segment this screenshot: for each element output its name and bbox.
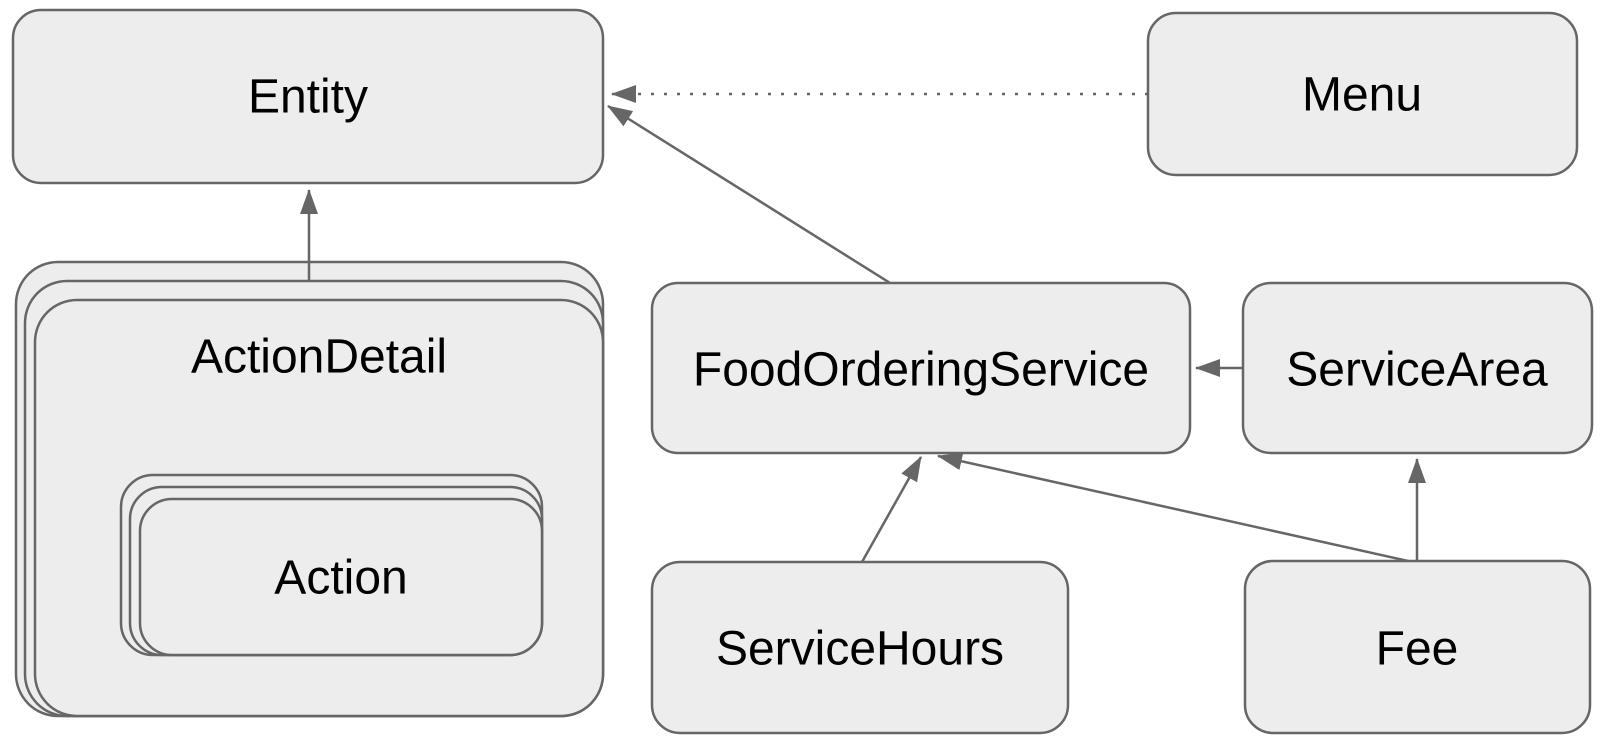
node-action-detail: ActionDetail Action xyxy=(14,260,605,718)
node-food-ordering-service-label: FoodOrderingService xyxy=(693,344,1149,397)
node-menu: Menu xyxy=(1146,11,1579,177)
food-ordering-service-box xyxy=(650,281,1192,455)
node-action-label: Action xyxy=(274,552,407,605)
node-entity-label: Entity xyxy=(248,71,368,124)
node-fee-label: Fee xyxy=(1376,623,1459,676)
node-fee: Fee xyxy=(1243,559,1592,735)
entity-box xyxy=(11,8,605,185)
node-entity: Entity xyxy=(11,8,605,185)
service-hours-box xyxy=(650,560,1070,735)
edge-fee-to-foodorderingservice xyxy=(937,452,1409,563)
node-service-area-label: ServiceArea xyxy=(1286,344,1548,397)
edge-servicehours-to-foodorderingservice xyxy=(860,456,923,563)
node-service-hours-label: ServiceHours xyxy=(716,623,1004,676)
node-service-area: ServiceArea xyxy=(1241,281,1594,455)
node-food-ordering-service: FoodOrderingService xyxy=(650,281,1192,455)
node-menu-label: Menu xyxy=(1302,69,1422,122)
edge-foodorderingservice-to-entity xyxy=(607,104,891,285)
node-action-detail-label: ActionDetail xyxy=(191,331,447,384)
node-service-hours: ServiceHours xyxy=(650,560,1070,735)
action-layer-front xyxy=(138,497,544,657)
node-action: Action xyxy=(119,473,544,657)
